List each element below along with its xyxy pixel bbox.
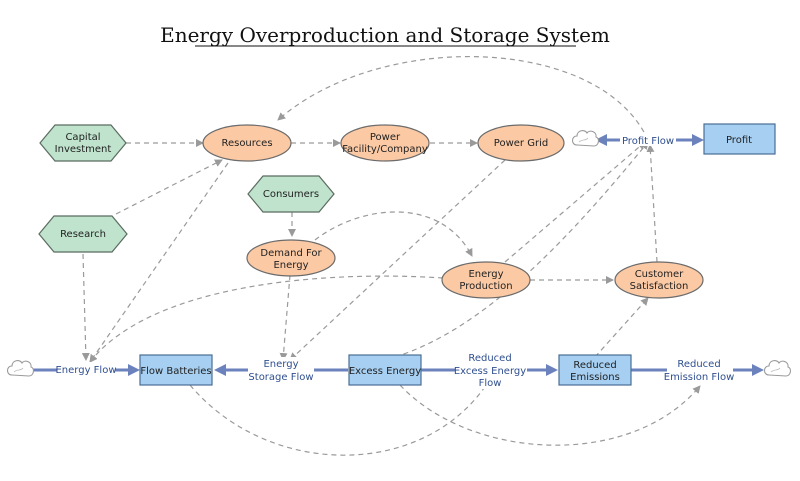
demand-for-energy-node: Demand For Energy	[246, 239, 336, 277]
energy-flow-text: Energy Flow	[55, 365, 116, 376]
source-cloud-left	[6, 360, 34, 377]
power-facility-node: Power Facility/Company	[340, 124, 430, 162]
link-research-resources	[115, 159, 223, 215]
research-node: Research	[38, 215, 128, 253]
profit-stock: Profit	[703, 123, 776, 155]
reduced-excess-flow-text-1: Reduced	[468, 353, 511, 364]
reduced-emission-flow-text-1: Reduced	[677, 359, 720, 370]
profit-flow-label: Profit Flow	[620, 133, 676, 147]
pipe-profit-flow-left-arrowhead	[595, 134, 607, 146]
excess-energy-stock: Excess Energy	[348, 354, 422, 386]
link-production-energyflow	[89, 275, 444, 363]
link-resources-energyflow	[89, 162, 229, 363]
research-label: Research	[60, 229, 106, 240]
reduced-excess-flow-text-3: Flow	[479, 378, 502, 389]
reduced-emissions-stock: Reduced Emissions	[558, 354, 632, 386]
link-demand-storage	[279, 274, 291, 361]
energy-production-label-1: Energy	[468, 269, 503, 280]
demand-label-1: Demand For	[260, 248, 322, 259]
profit-label: Profit	[726, 135, 752, 146]
reduced-emission-flow-label: Reduced Emission Flow	[664, 357, 735, 383]
customer-satisfaction-label-1: Customer	[635, 269, 684, 280]
customer-satisfaction-label-2: Satisfaction	[630, 281, 689, 292]
demand-label-2: Energy	[273, 260, 308, 271]
resources-node: Resources	[202, 124, 292, 162]
link-satisfaction-profitflow	[646, 144, 658, 263]
pipe-energy-flow-arrowhead	[128, 364, 140, 376]
link-emissions-satisfaction	[594, 297, 649, 358]
capital-investment-label-2: Investment	[55, 144, 112, 155]
profit-flow-text: Profit Flow	[622, 136, 674, 147]
link-research-energyflow	[81, 253, 90, 361]
flow-pipes	[32, 134, 764, 376]
flow-batteries-label: Flow Batteries	[140, 366, 211, 377]
resources-label: Resources	[221, 138, 272, 149]
capital-investment-node: Capital Investment	[39, 124, 127, 162]
link-profitflow-resources	[277, 56, 649, 141]
reduced-excess-flow-text-2: Excess Energy	[454, 366, 526, 377]
energy-production-label-2: Production	[459, 281, 512, 292]
flow-batteries-stock: Flow Batteries	[139, 354, 213, 386]
source-cloud-profit	[571, 130, 599, 147]
influence-links	[81, 56, 701, 456]
power-facility-label-1: Power	[370, 132, 401, 143]
energy-production-node: Energy Production	[441, 261, 531, 299]
reduced-emissions-label-2: Emissions	[570, 372, 620, 383]
link-grid-storage	[289, 159, 506, 361]
energy-storage-flow-label: Energy Storage Flow	[248, 357, 314, 383]
energy-storage-flow-text-2: Storage Flow	[248, 372, 313, 383]
reduced-excess-energy-flow-label: Reduced Excess Energy Flow	[454, 351, 527, 389]
reduced-emissions-label-1: Reduced	[573, 360, 616, 371]
pipe-energy-storage-flow-arrowhead	[214, 364, 226, 376]
power-grid-label: Power Grid	[494, 138, 548, 149]
pipe-profit-flow-right-arrowhead	[692, 134, 704, 146]
diagram-title: Energy Overproduction and Storage System	[160, 23, 610, 47]
energy-flow-label: Energy Flow	[55, 362, 117, 376]
excess-energy-label: Excess Energy	[349, 366, 421, 377]
pipe-reduced-excess-flow-arrowhead	[546, 364, 558, 376]
power-grid-node: Power Grid	[477, 124, 565, 162]
sink-cloud-right	[763, 360, 791, 377]
pipe-reduced-emission-flow-arrowhead	[752, 364, 764, 376]
reduced-emission-flow-text-2: Emission Flow	[664, 372, 735, 383]
customer-satisfaction-node: Customer Satisfaction	[614, 261, 704, 299]
link-excess-reducedemission	[399, 384, 701, 446]
energy-storage-flow-text-1: Energy	[263, 359, 298, 370]
link-batteries-reducedexcess	[189, 375, 493, 456]
link-excess-profitflow	[394, 141, 649, 358]
consumers-label: Consumers	[263, 189, 319, 200]
link-demand-production	[314, 211, 473, 257]
capital-investment-label-1: Capital	[65, 132, 100, 143]
link-production-profitflow	[504, 141, 646, 263]
power-facility-label-2: Facility/Company	[342, 144, 428, 155]
consumers-node: Consumers	[247, 175, 335, 213]
